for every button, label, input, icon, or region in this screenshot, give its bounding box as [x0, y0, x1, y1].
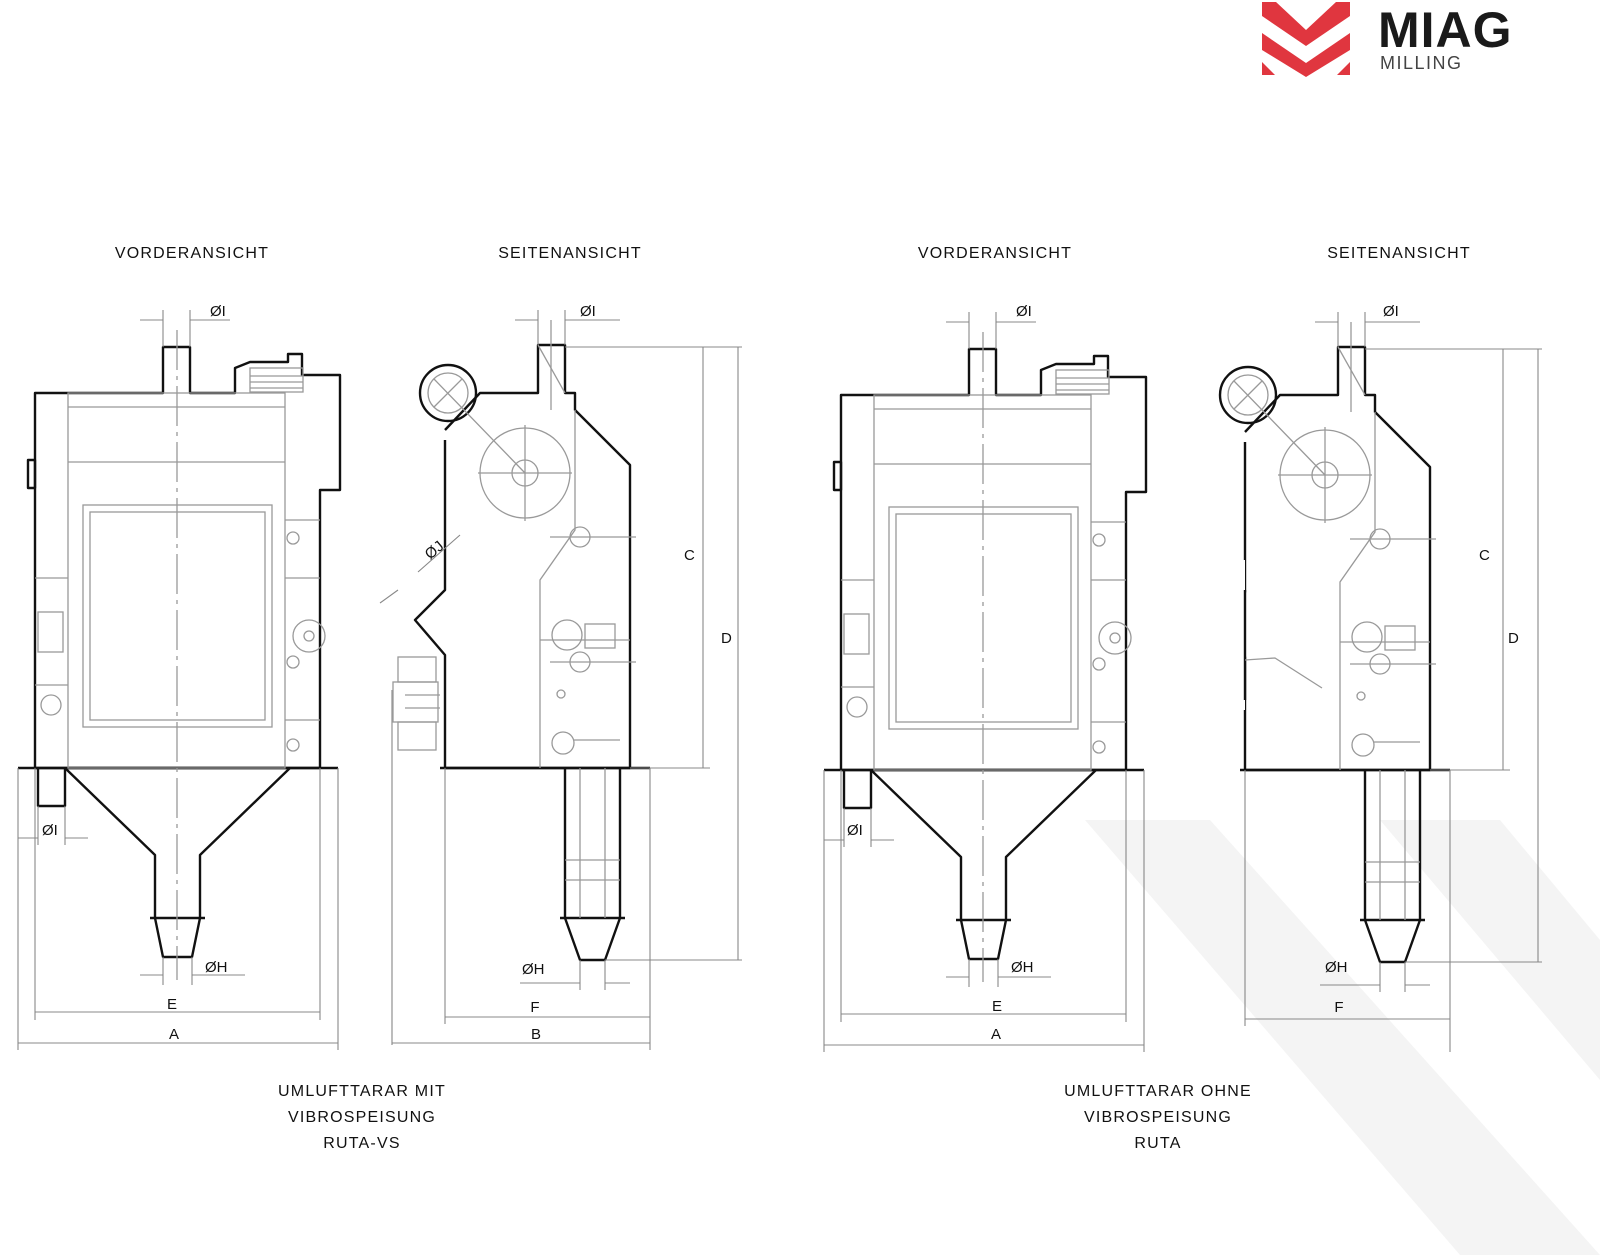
- dim-label-h: ØH: [1325, 959, 1348, 976]
- dim-label-i-bottom: ØI: [42, 822, 58, 839]
- chevron-logo-icon: [1262, 2, 1350, 77]
- dim-label-i-top: ØI: [210, 303, 226, 320]
- dim-label-a: A: [991, 1026, 1001, 1043]
- dim-label-e: E: [992, 998, 1002, 1015]
- dim-label-h: ØH: [205, 959, 228, 976]
- front-view-ruta-vs: VORDERANSICHT ØI ØI ØH E A: [16, 245, 342, 1052]
- view-title: SEITENANSICHT: [1327, 245, 1471, 262]
- svg-text:VIBROSPEISUNG: VIBROSPEISUNG: [288, 1109, 436, 1126]
- dim-label-d: D: [1508, 630, 1519, 647]
- view-title: VORDERANSICHT: [115, 245, 269, 262]
- logo-subtitle: MILLING: [1380, 53, 1463, 73]
- side-view-ruta: SEITENANSICHT ØI C D ØH F: [1205, 245, 1544, 1054]
- dim-label-b: B: [531, 1026, 541, 1043]
- dim-label-i-top: ØI: [580, 303, 596, 320]
- dim-label-j: ØJ: [422, 538, 448, 563]
- watermark-stripes: [1085, 820, 1600, 1255]
- side-view-ruta-vs: SEITENANSICHT ØI ØJ C D ØH F B: [379, 245, 744, 1052]
- dim-label-i-bottom: ØI: [847, 822, 863, 839]
- caption-ruta-vs: UMLUFTTARAR MIT VIBROSPEISUNG RUTA-VS: [278, 1083, 446, 1152]
- svg-text:UMLUFTTARAR MIT: UMLUFTTARAR MIT: [278, 1083, 446, 1100]
- caption-ruta: UMLUFTTARAR OHNE VIBROSPEISUNG RUTA: [1064, 1083, 1252, 1152]
- miag-logo: MIAG MILLING: [1262, 2, 1513, 77]
- view-title: SEITENANSICHT: [498, 245, 642, 262]
- dim-label-f: F: [530, 999, 539, 1016]
- dim-label-d: D: [721, 630, 732, 647]
- svg-text:VIBROSPEISUNG: VIBROSPEISUNG: [1084, 1109, 1232, 1126]
- svg-text:UMLUFTTARAR OHNE: UMLUFTTARAR OHNE: [1064, 1083, 1252, 1100]
- dim-label-h: ØH: [522, 961, 545, 978]
- dim-label-i-top: ØI: [1016, 303, 1032, 320]
- dim-label-c: C: [684, 547, 695, 564]
- dim-label-e: E: [167, 996, 177, 1013]
- logo-name: MIAG: [1378, 2, 1513, 58]
- view-title: VORDERANSICHT: [918, 245, 1072, 262]
- dim-label-f: F: [1334, 999, 1343, 1016]
- front-view-ruta: VORDERANSICHT ØI ØI ØH E A: [822, 245, 1148, 1054]
- vibro-feeder: [391, 656, 440, 1045]
- svg-text:RUTA-VS: RUTA-VS: [323, 1135, 400, 1152]
- dim-label-i-top: ØI: [1383, 303, 1399, 320]
- dim-label-h: ØH: [1011, 959, 1034, 976]
- dim-label-c: C: [1479, 547, 1490, 564]
- svg-text:RUTA: RUTA: [1134, 1135, 1181, 1152]
- dim-label-a: A: [169, 1026, 179, 1043]
